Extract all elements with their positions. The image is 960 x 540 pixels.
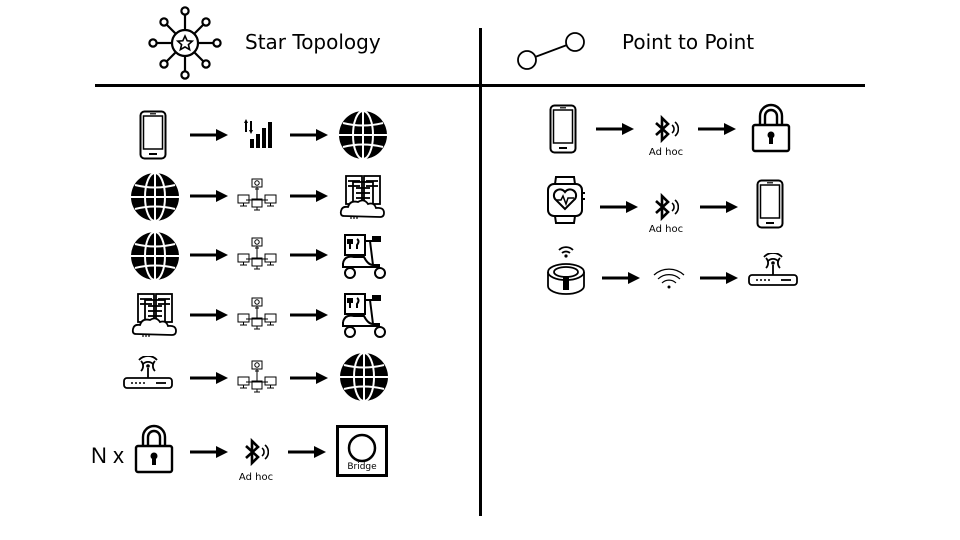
bridge-icon: Bridge bbox=[336, 425, 388, 477]
network-hub-icon bbox=[235, 178, 279, 214]
point-to-point-icon bbox=[515, 30, 587, 72]
network-hub-icon bbox=[235, 237, 279, 273]
delivery-scooter-icon bbox=[340, 290, 390, 340]
cloud-datacenter-icon bbox=[338, 174, 388, 220]
padlock-icon bbox=[750, 103, 792, 153]
arrow-icon bbox=[600, 199, 638, 215]
cloud-datacenter-icon bbox=[130, 292, 180, 338]
bluetooth-icon bbox=[243, 437, 269, 467]
arrow-icon bbox=[290, 127, 328, 143]
wifi-router-icon bbox=[122, 356, 174, 392]
arrow-icon bbox=[290, 307, 328, 323]
ad-hoc-label: Ad hoc bbox=[648, 224, 684, 235]
globe-icon bbox=[338, 110, 388, 160]
padlock-icon bbox=[133, 424, 175, 474]
arrow-icon bbox=[190, 444, 228, 460]
globe-icon bbox=[130, 231, 180, 281]
delivery-scooter-icon bbox=[340, 231, 390, 281]
arrow-icon bbox=[602, 270, 640, 286]
arrow-icon bbox=[190, 307, 228, 323]
smartphone-icon bbox=[549, 104, 577, 154]
n-times-label: N x bbox=[91, 443, 124, 468]
arrow-icon bbox=[596, 121, 634, 137]
arrow-icon bbox=[190, 127, 228, 143]
network-hub-icon bbox=[235, 297, 279, 333]
arrow-icon bbox=[290, 188, 328, 204]
arrow-icon bbox=[698, 121, 736, 137]
arrow-icon bbox=[190, 247, 228, 263]
smartwatch-icon bbox=[543, 175, 587, 225]
ad-hoc-label: Ad hoc bbox=[238, 472, 274, 483]
bluetooth-icon bbox=[653, 114, 679, 144]
cellular-signal-icon bbox=[244, 119, 274, 149]
arrow-icon bbox=[190, 188, 228, 204]
network-hub-icon bbox=[235, 360, 279, 396]
smart-speaker-icon bbox=[545, 244, 587, 296]
arrow-icon bbox=[290, 370, 328, 386]
arrow-icon bbox=[700, 270, 738, 286]
wifi-router-icon bbox=[747, 253, 799, 289]
column-divider bbox=[479, 28, 482, 516]
arrow-icon bbox=[288, 444, 326, 460]
star-network-icon bbox=[148, 6, 222, 80]
header-point-to-point: Point to Point bbox=[622, 30, 755, 54]
wifi-icon bbox=[652, 266, 686, 290]
bluetooth-icon bbox=[653, 192, 679, 222]
smartphone-icon bbox=[756, 179, 784, 229]
header-star-topology: Star Topology bbox=[245, 30, 381, 54]
arrow-icon bbox=[290, 247, 328, 263]
smartphone-icon bbox=[139, 110, 167, 160]
ad-hoc-label: Ad hoc bbox=[648, 147, 684, 158]
globe-icon bbox=[130, 172, 180, 222]
globe-icon bbox=[339, 352, 389, 402]
arrow-icon bbox=[190, 370, 228, 386]
bridge-label: Bridge bbox=[347, 462, 377, 472]
arrow-icon bbox=[700, 199, 738, 215]
